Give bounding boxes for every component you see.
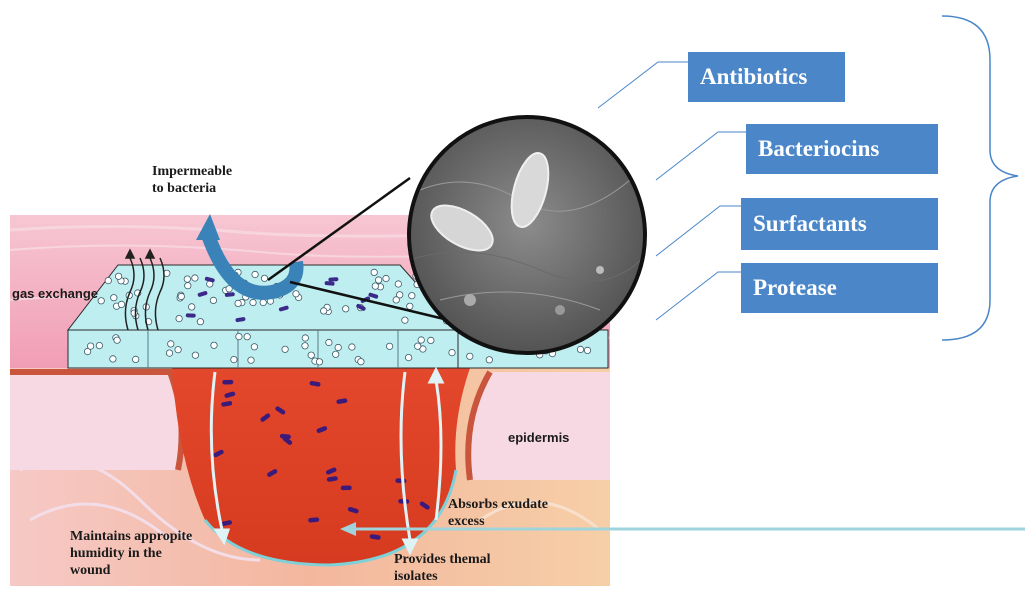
- dressing-pore: [175, 347, 181, 353]
- dressing-pore: [105, 277, 111, 283]
- bacteria-icon: [222, 380, 233, 385]
- epidermis-left: [10, 372, 182, 470]
- dressing-pore: [407, 303, 413, 309]
- dressing-pore: [326, 339, 332, 345]
- dressing-pore: [178, 293, 184, 299]
- protease-label: Protease: [753, 275, 837, 301]
- epidermis-annotation: epidermis: [508, 430, 569, 445]
- bacteria-icon: [341, 486, 352, 491]
- dressing-pore: [375, 277, 381, 283]
- dressing-pore: [244, 334, 250, 340]
- dressing-pore: [584, 347, 590, 353]
- protease-box: Protease: [741, 263, 938, 313]
- dressing-pore: [333, 351, 339, 357]
- dressing-pore: [321, 308, 327, 314]
- bacteriocins-box: Bacteriocins: [746, 124, 938, 174]
- dressing-pore: [302, 343, 308, 349]
- dressing-pore: [409, 293, 415, 299]
- thermal-annotation: Provides themal isolates: [394, 551, 491, 585]
- dressing-pore: [98, 298, 104, 304]
- dressing-pore: [415, 343, 421, 349]
- dressing-pore: [316, 359, 322, 365]
- sem-micrograph: [409, 117, 650, 353]
- dressing-pore: [395, 281, 401, 287]
- dressing-pore: [386, 343, 392, 349]
- dressing-pore: [405, 354, 411, 360]
- dressing-pore: [192, 275, 198, 281]
- dressing-pore: [133, 356, 139, 362]
- dressing-pore: [235, 300, 241, 306]
- impermeable-annotation: Impermeable to bacteria: [152, 163, 232, 197]
- humidity-annotation: Maintains appropite humidity in the woun…: [70, 528, 192, 579]
- dressing-pore: [261, 275, 267, 281]
- epidermis-right: [468, 372, 610, 480]
- antibiotics-label: Antibiotics: [700, 64, 807, 90]
- dressing-pore: [282, 346, 288, 352]
- dressing-pore: [231, 356, 237, 362]
- dressing-pore: [115, 273, 121, 279]
- bacteriocins-label: Bacteriocins: [758, 136, 879, 162]
- dressing-pore: [358, 359, 364, 365]
- dressing-pore: [192, 352, 198, 358]
- dressing-pore: [211, 342, 217, 348]
- gas-exchange-annotation: gas exchange: [12, 286, 98, 301]
- dressing-pore: [467, 353, 473, 359]
- dressing-pore: [184, 276, 190, 282]
- dressing-pore: [428, 337, 434, 343]
- surfactants-box: Surfactants: [741, 198, 938, 250]
- dressing-pore: [118, 301, 124, 307]
- dressing-pore: [343, 306, 349, 312]
- dressing-pore: [87, 343, 93, 349]
- dressing-pore: [302, 335, 308, 341]
- dressing-pore: [293, 291, 299, 297]
- dressing-pore: [393, 297, 399, 303]
- surfactants-label: Surfactants: [753, 211, 867, 237]
- dressing-pore: [114, 337, 120, 343]
- bacteria-icon: [328, 277, 338, 282]
- absorbs-annotation: Absorbs exudate excess: [448, 496, 548, 530]
- dressing-pore: [260, 299, 266, 305]
- dressing-pore: [308, 352, 314, 358]
- bacteria-icon: [395, 478, 406, 483]
- dressing-pore: [166, 350, 172, 356]
- dressing-pore: [383, 275, 389, 281]
- brace-icon: [942, 16, 1018, 340]
- bacteria-icon: [186, 313, 196, 317]
- dressing-pore: [236, 333, 242, 339]
- dressing-pore: [197, 319, 203, 325]
- dressing-pore: [110, 356, 116, 362]
- dressing-pore: [335, 344, 341, 350]
- dressing-pore: [252, 271, 258, 277]
- dressing-pore: [449, 349, 455, 355]
- dressing-pore: [248, 357, 254, 363]
- dressing-pore: [168, 341, 174, 347]
- dressing-pore: [402, 317, 408, 323]
- dressing-pore: [176, 315, 182, 321]
- antibiotics-box: Antibiotics: [688, 52, 845, 102]
- dressing-pore: [577, 346, 583, 352]
- dressing-pore: [418, 337, 424, 343]
- dressing-pore: [349, 344, 355, 350]
- dressing-pore: [111, 295, 117, 301]
- dressing-pore: [185, 283, 191, 289]
- dressing-pore: [486, 357, 492, 363]
- dressing-pore: [372, 283, 378, 289]
- dressing-pore: [210, 297, 216, 303]
- dressing-pore: [96, 342, 102, 348]
- dressing-pore: [250, 299, 256, 305]
- dressing-pore: [189, 304, 195, 310]
- dressing-pore: [371, 269, 377, 275]
- dressing-pore: [251, 344, 257, 350]
- dressing-pore: [131, 310, 137, 316]
